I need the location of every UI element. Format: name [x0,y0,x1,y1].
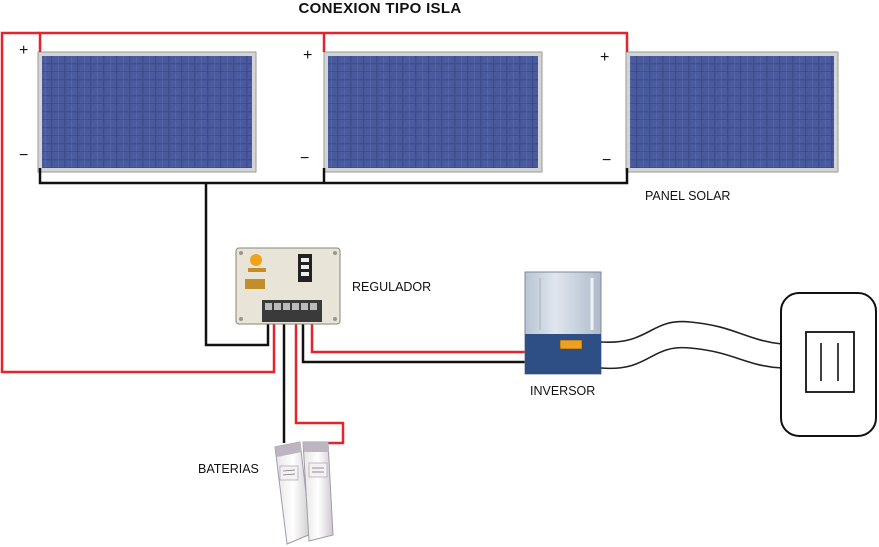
diagram-title: CONEXION TIPO ISLA [298,0,462,17]
negative-wiring [38,168,629,443]
solar-panel-label: PANEL SOLAR [645,189,731,203]
wall-outlet-icon [780,292,877,437]
battery-bank [274,441,334,545]
charge-regulator-icon [235,247,341,325]
regulator-label: REGULADOR [352,280,432,294]
wall-outlet [780,292,877,437]
solar-panel-3 [625,51,839,173]
positive-wiring [0,31,629,445]
solar-panel-2 [323,51,543,173]
negative-terminal-1: − [19,147,28,164]
positive-terminal-3: + [600,49,609,66]
negative-terminal-3: − [602,152,611,169]
solar-panel-icon [323,51,543,173]
inverter-icon [524,271,602,375]
solar-panel-icon [625,51,839,173]
charge-regulator [235,247,341,325]
ac-cable [600,320,783,370]
batteries-label: BATERIAS [198,462,259,476]
solar-panel-1 [37,51,257,173]
inverter [524,271,602,375]
solar-panel-icon [37,51,257,173]
positive-terminal-1: + [19,42,28,59]
positive-terminal-2: + [303,47,312,64]
battery-icon [302,441,334,542]
negative-terminal-2: − [300,150,309,167]
inverter-label: INVERSOR [530,384,596,398]
